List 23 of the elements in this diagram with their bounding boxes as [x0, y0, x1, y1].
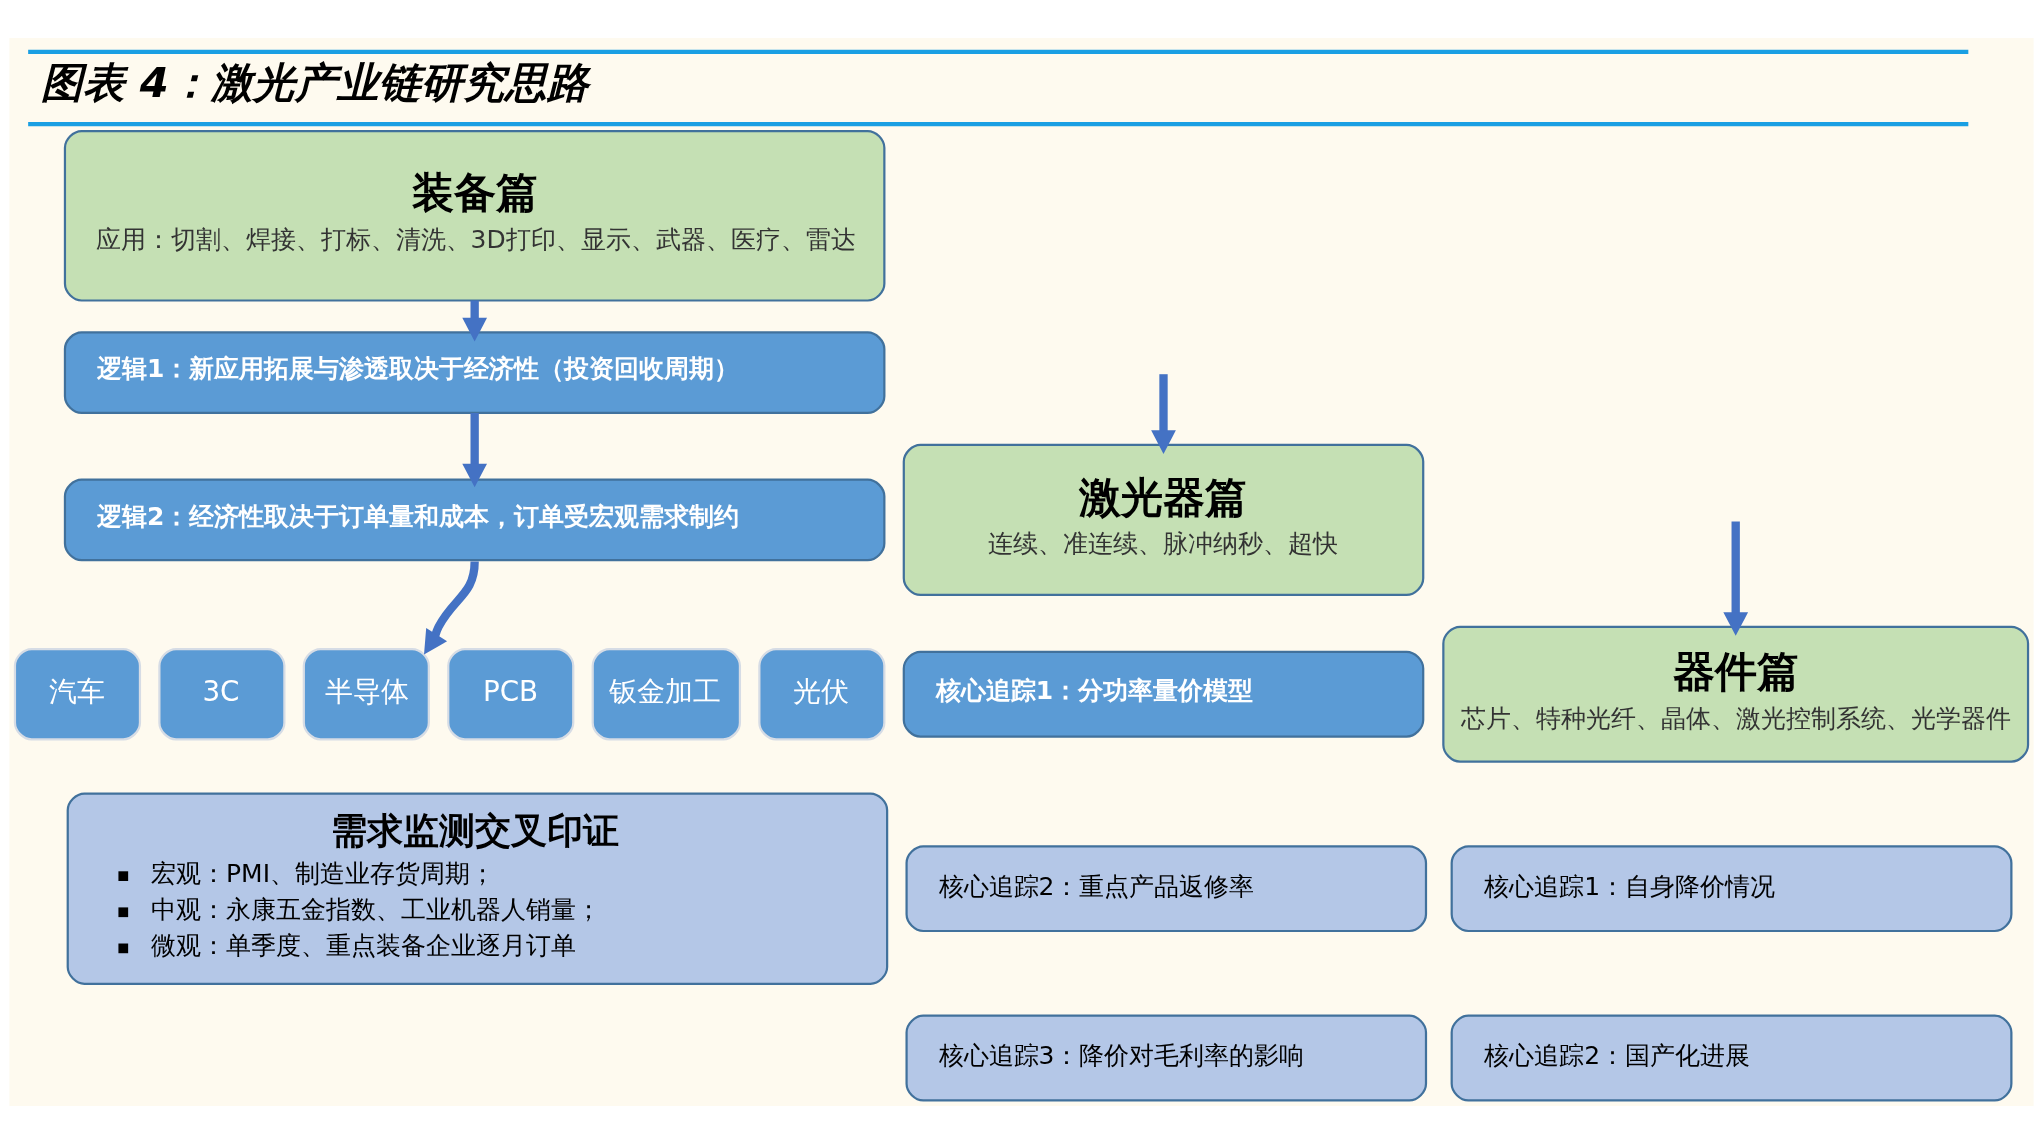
node-box: 激光器篇 连续、准连续、脉冲纳秒、超快 — [902, 443, 1424, 597]
arrow — [461, 413, 487, 488]
node-box: 核心追踪2：重点产品返修率 — [904, 845, 1427, 933]
node-box: 器件篇 芯片、特种光纤、晶体、激光控制系统、光学器件 — [1441, 625, 2029, 763]
diagram-title: 图表 4：激光产业链研究思路 — [40, 58, 589, 108]
node-box: 核心追踪2：国产化进展 — [1450, 1014, 2012, 1102]
node-box: 3C — [157, 647, 285, 741]
node-box: 需求监测交叉印证 宏观：PMI、制造业存货周期； 中观：永康五金指数、工业机器人销量； 微观：单季度、重点装备企业逐月订单 — [66, 792, 888, 985]
node-box: 逻辑1：新应用拓展与渗透取决于经济性（投资回收周期） — [63, 331, 885, 415]
node-box: PCB — [446, 647, 574, 741]
node-box: 核心追踪1：分功率量价模型 — [902, 650, 1424, 738]
node-box: 核心追踪1：自身降价情况 — [1450, 845, 2012, 933]
node-box: 核心追踪3：降价对毛利率的影响 — [904, 1014, 1427, 1102]
node-box: 装备篇 应用：切割、焊接、打标、清洗、3D打印、显示、武器、医疗、雷达 — [63, 129, 885, 302]
arrow — [1150, 374, 1176, 454]
node-box: 光伏 — [757, 647, 885, 741]
node-box: 汽车 — [13, 647, 141, 741]
node-box: 钣金加工 — [591, 647, 741, 741]
arrow — [461, 300, 487, 342]
node-box: 逻辑2：经济性取决于订单量和成本，订单受宏观需求制约 — [63, 478, 885, 562]
arrow — [1722, 521, 1748, 636]
arrow — [423, 561, 479, 655]
node-box: 半导体 — [302, 647, 430, 741]
